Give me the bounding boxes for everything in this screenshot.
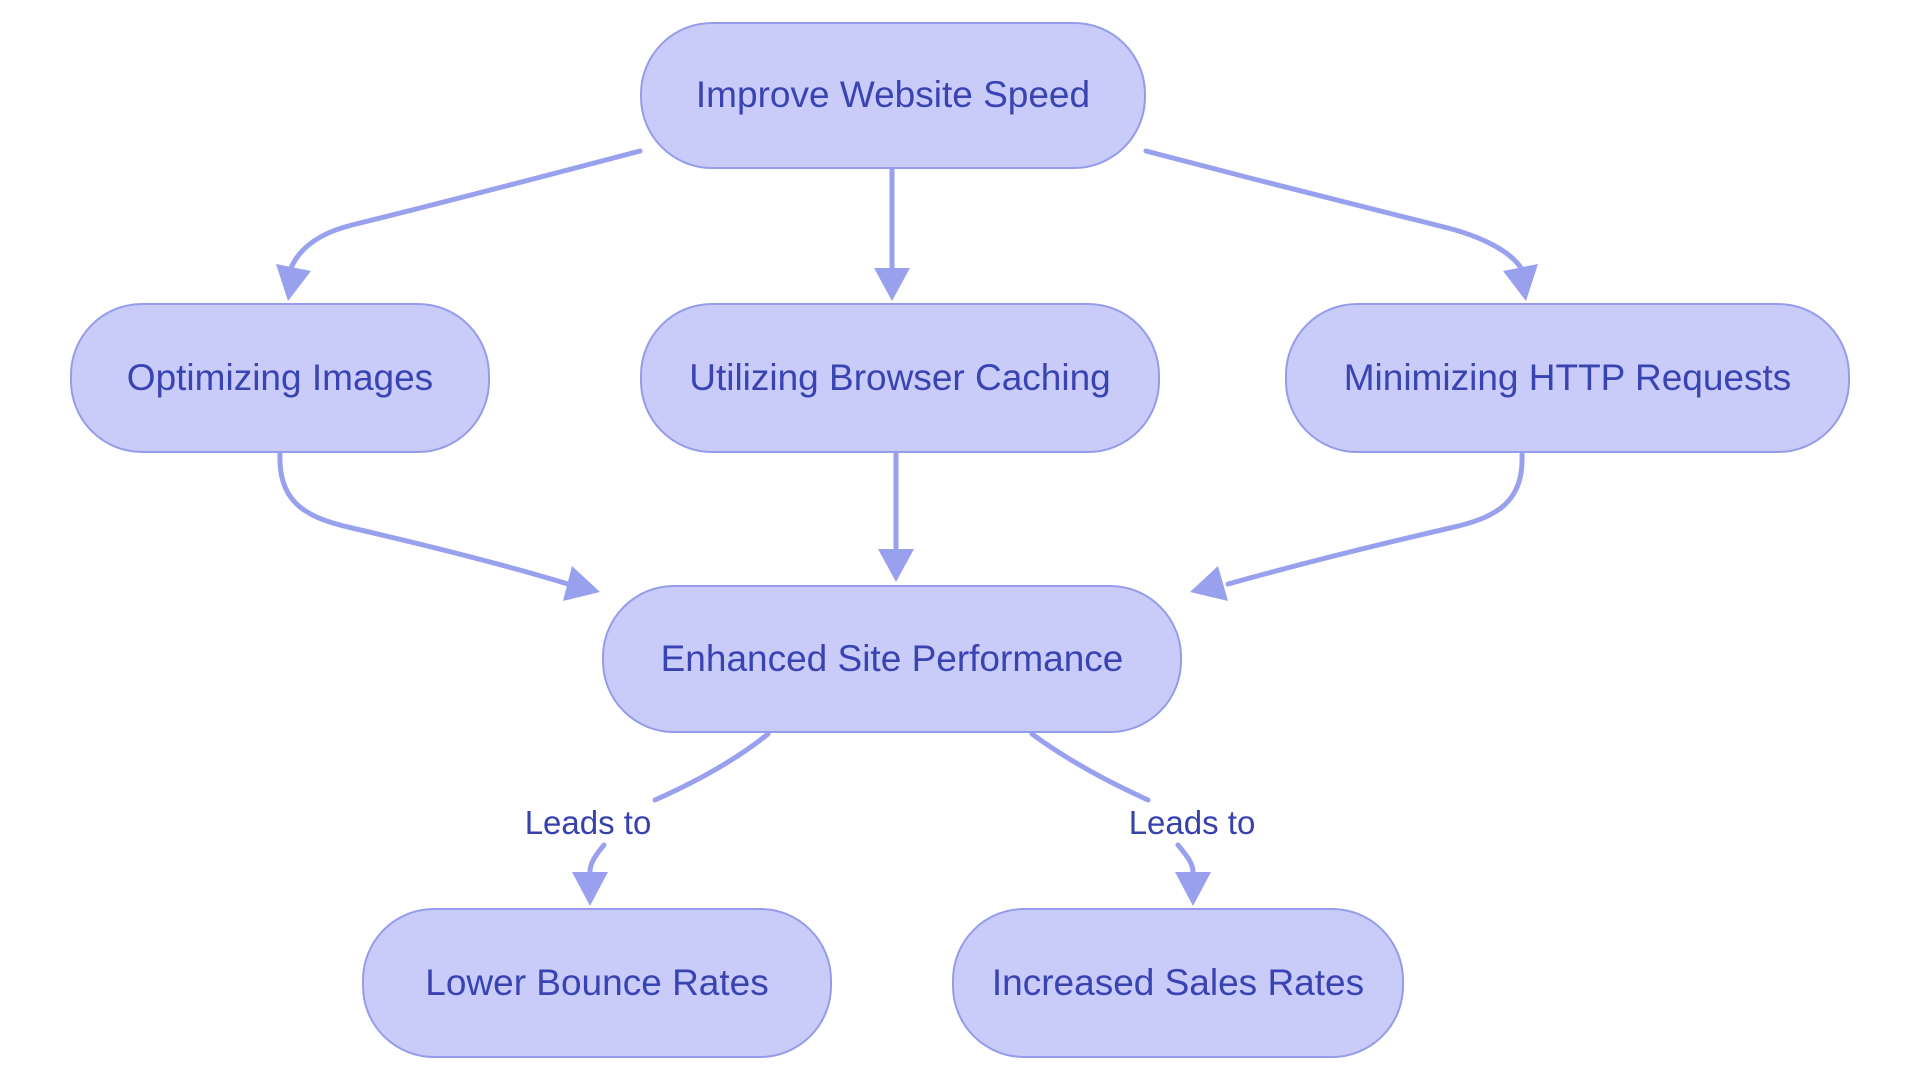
node-lower-bounce-rates: Lower Bounce Rates — [362, 908, 832, 1058]
node-improve-website-speed-label: Improve Website Speed — [695, 74, 1091, 116]
edge-optimizing-to-enhanced — [277, 449, 571, 587]
edge-minimizing-to-enhanced-arrowhead-icon — [1190, 566, 1228, 601]
edge-optimizing-to-enhanced-arrowhead-icon — [563, 566, 600, 601]
edge-enhanced-to-lower-bounce-lower — [587, 842, 607, 875]
node-utilizing-browser-caching: Utilizing Browser Caching — [640, 303, 1160, 453]
edge-improve-to-optimizing-arrowhead-icon — [276, 264, 311, 301]
node-utilizing-browser-caching-label: Utilizing Browser Caching — [689, 356, 1111, 398]
edge-enhanced-to-increased-sales-lower — [1175, 842, 1196, 875]
node-increased-sales-rates-label: Increased Sales Rates — [991, 961, 1365, 1003]
node-enhanced-site-performance: Enhanced Site Performance — [602, 585, 1182, 733]
node-enhanced-site-performance-label: Enhanced Site Performance — [660, 637, 1124, 679]
edge-label-leads-to-lower-bounce: Leads to — [524, 804, 652, 841]
edge-enhanced-to-increased-sales-upper — [1029, 731, 1151, 803]
edge-minimizing-to-enhanced — [1225, 450, 1525, 587]
edge-enhanced-to-lower-bounce-upper — [652, 731, 771, 803]
node-increased-sales-rates: Increased Sales Rates — [952, 908, 1404, 1058]
edge-improve-to-utilizing-arrowhead-icon — [874, 268, 910, 301]
node-optimizing-images-label: Optimizing Images — [126, 356, 434, 398]
edge-utilizing-to-enhanced-arrowhead-icon — [878, 549, 914, 582]
edge-improve-to-minimizing-arrowhead-icon — [1503, 264, 1538, 301]
node-minimizing-http-requests-label: Minimizing HTTP Requests — [1343, 356, 1792, 398]
node-lower-bounce-rates-label: Lower Bounce Rates — [425, 961, 769, 1003]
node-minimizing-http-requests: Minimizing HTTP Requests — [1285, 303, 1850, 453]
node-improve-website-speed: Improve Website Speed — [640, 22, 1146, 169]
edge-label-leads-to-increased-sales: Leads to — [1128, 804, 1256, 841]
node-optimizing-images: Optimizing Images — [70, 303, 490, 453]
edge-improve-to-optimizing — [288, 148, 643, 271]
edge-enhanced-to-lower-bounce-arrowhead-icon — [572, 872, 608, 906]
edge-enhanced-to-increased-sales-arrowhead-icon — [1175, 872, 1211, 906]
edge-improve-to-minimizing — [1143, 148, 1524, 271]
